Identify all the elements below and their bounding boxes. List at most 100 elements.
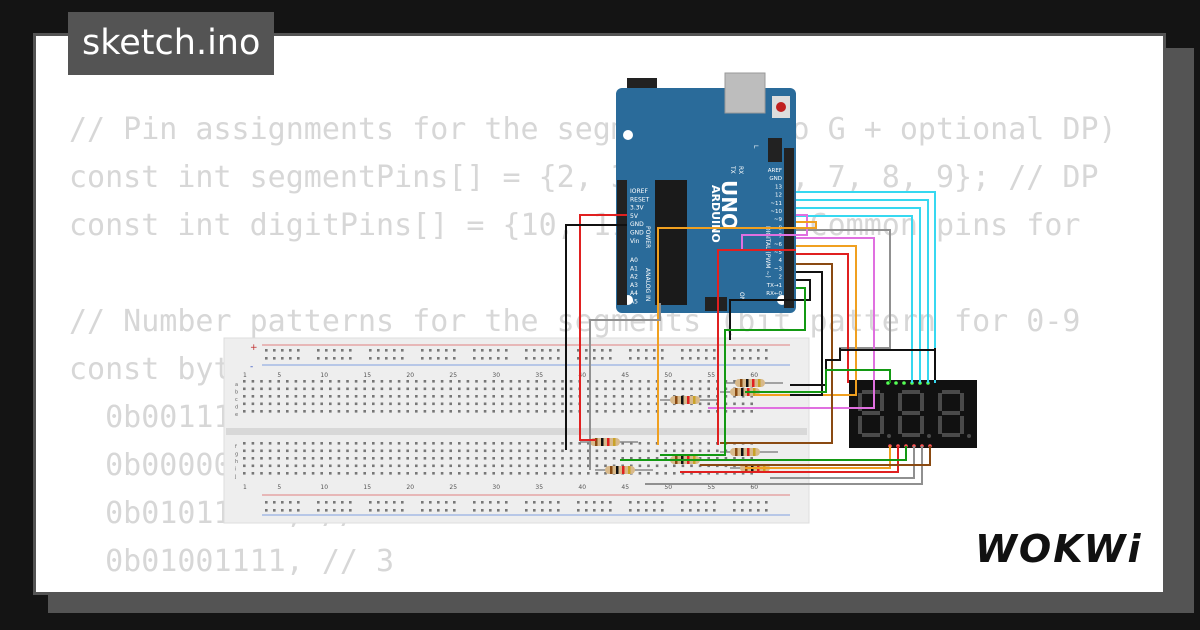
breadboard-hole xyxy=(561,387,564,391)
breadboard-hole xyxy=(449,395,452,398)
rail-hole xyxy=(333,357,336,360)
breadboard-hole xyxy=(294,402,298,406)
wire-red xyxy=(579,358,596,441)
breadboard-hole xyxy=(458,402,461,406)
breadboard-hole xyxy=(552,410,556,413)
breadboard-hole xyxy=(673,410,676,413)
rail-hole xyxy=(637,501,640,504)
breadboard-hole xyxy=(587,472,590,475)
rail-hole xyxy=(289,509,292,512)
breadboard-hole xyxy=(492,464,495,468)
rail-hole xyxy=(385,509,388,512)
breadboard-hole xyxy=(638,464,642,468)
breadboard-hole xyxy=(329,410,332,413)
breadboard-hole xyxy=(690,387,693,391)
breadboard-hole xyxy=(354,395,358,398)
breadboard-hole xyxy=(518,464,521,468)
rail-hole xyxy=(333,509,336,512)
breadboard-hole xyxy=(561,472,564,475)
breadboard-hole xyxy=(277,402,280,406)
column-number: 5 xyxy=(277,484,281,491)
resistor-band xyxy=(753,448,756,456)
breadboard-hole xyxy=(432,395,435,398)
breadboard-hole xyxy=(277,442,280,445)
breadboard-hole xyxy=(630,387,633,391)
rail-hole xyxy=(629,501,632,504)
breadboard-hole xyxy=(260,472,263,475)
wire-orange xyxy=(745,446,891,469)
breadboard-hole xyxy=(397,449,401,453)
breadboard-hole xyxy=(268,472,272,475)
rail-hole xyxy=(393,357,396,360)
breadboard-hole xyxy=(372,464,375,468)
row-letter: b xyxy=(235,390,238,396)
breadboard-hole xyxy=(268,380,272,383)
seven-segment-display xyxy=(849,380,977,448)
breadboard-hole xyxy=(483,457,487,460)
breadboard-hole xyxy=(750,410,753,413)
breadboard-hole xyxy=(311,464,315,468)
breadboard-hole xyxy=(449,402,452,406)
breadboard-hole xyxy=(354,449,358,453)
rail-hole xyxy=(525,509,528,512)
rail-hole xyxy=(601,357,604,360)
breadboard-hole xyxy=(423,464,427,468)
rail-hole xyxy=(333,501,336,504)
rail-hole xyxy=(445,501,448,504)
analog-pin-label: A4 xyxy=(630,290,638,297)
analog-pin-label: A0 xyxy=(630,257,638,264)
breadboard-hole xyxy=(587,395,590,398)
breadboard-hole xyxy=(286,457,289,460)
breadboard-hole xyxy=(604,464,607,468)
breadboard-hole xyxy=(595,457,599,460)
rail-hole xyxy=(385,349,388,352)
rail-hole xyxy=(481,357,484,360)
digital-pin-label: 2 xyxy=(779,275,783,281)
rail-hole xyxy=(681,349,684,352)
breadboard-hole xyxy=(363,402,366,406)
breadboard-hole xyxy=(440,380,444,383)
breadboard-hole xyxy=(329,449,332,453)
breadboard-hole xyxy=(337,402,341,406)
breadboard-hole xyxy=(544,449,547,453)
breadboard-hole xyxy=(346,457,349,460)
breadboard-hole xyxy=(638,472,642,475)
rail-hole xyxy=(377,501,380,504)
breadboard-hole xyxy=(690,442,693,445)
breadboard-hole xyxy=(595,410,599,413)
breadboard-hole xyxy=(251,457,255,460)
rail-hole xyxy=(637,509,640,512)
display-pin xyxy=(894,381,898,385)
breadboard-hole xyxy=(621,464,624,468)
breadboard-hole xyxy=(509,449,513,453)
breadboard-hole xyxy=(569,402,573,406)
breadboard-hole xyxy=(612,457,616,460)
breadboard-hole xyxy=(251,442,255,445)
breadboard-hole xyxy=(535,472,538,475)
breadboard-hole xyxy=(243,402,246,406)
breadboard-hole xyxy=(655,464,659,468)
analog-pin-label: A5 xyxy=(630,299,638,306)
breadboard-hole xyxy=(294,380,298,383)
digital-pin-label: RX←0 xyxy=(766,291,782,297)
breadboard-hole xyxy=(389,442,392,445)
rail-hole xyxy=(661,501,664,504)
breadboard-hole xyxy=(492,457,495,460)
display-dp xyxy=(927,434,931,438)
breadboard-hole xyxy=(406,395,409,398)
breadboard-hole xyxy=(698,387,702,391)
rail-hole xyxy=(525,349,528,352)
breadboard-hole xyxy=(664,402,667,406)
breadboard-hole xyxy=(595,402,599,406)
breadboard-hole xyxy=(303,395,306,398)
breadboard-hole xyxy=(423,387,427,391)
breadboard-hole xyxy=(501,464,504,468)
breadboard-hole xyxy=(604,410,607,413)
breadboard-hole xyxy=(569,442,573,445)
breadboard-hole xyxy=(647,380,650,383)
breadboard-hole xyxy=(363,387,366,391)
resistor-band xyxy=(752,379,755,387)
breadboard-hole xyxy=(664,464,667,468)
resistor-band xyxy=(595,438,598,446)
